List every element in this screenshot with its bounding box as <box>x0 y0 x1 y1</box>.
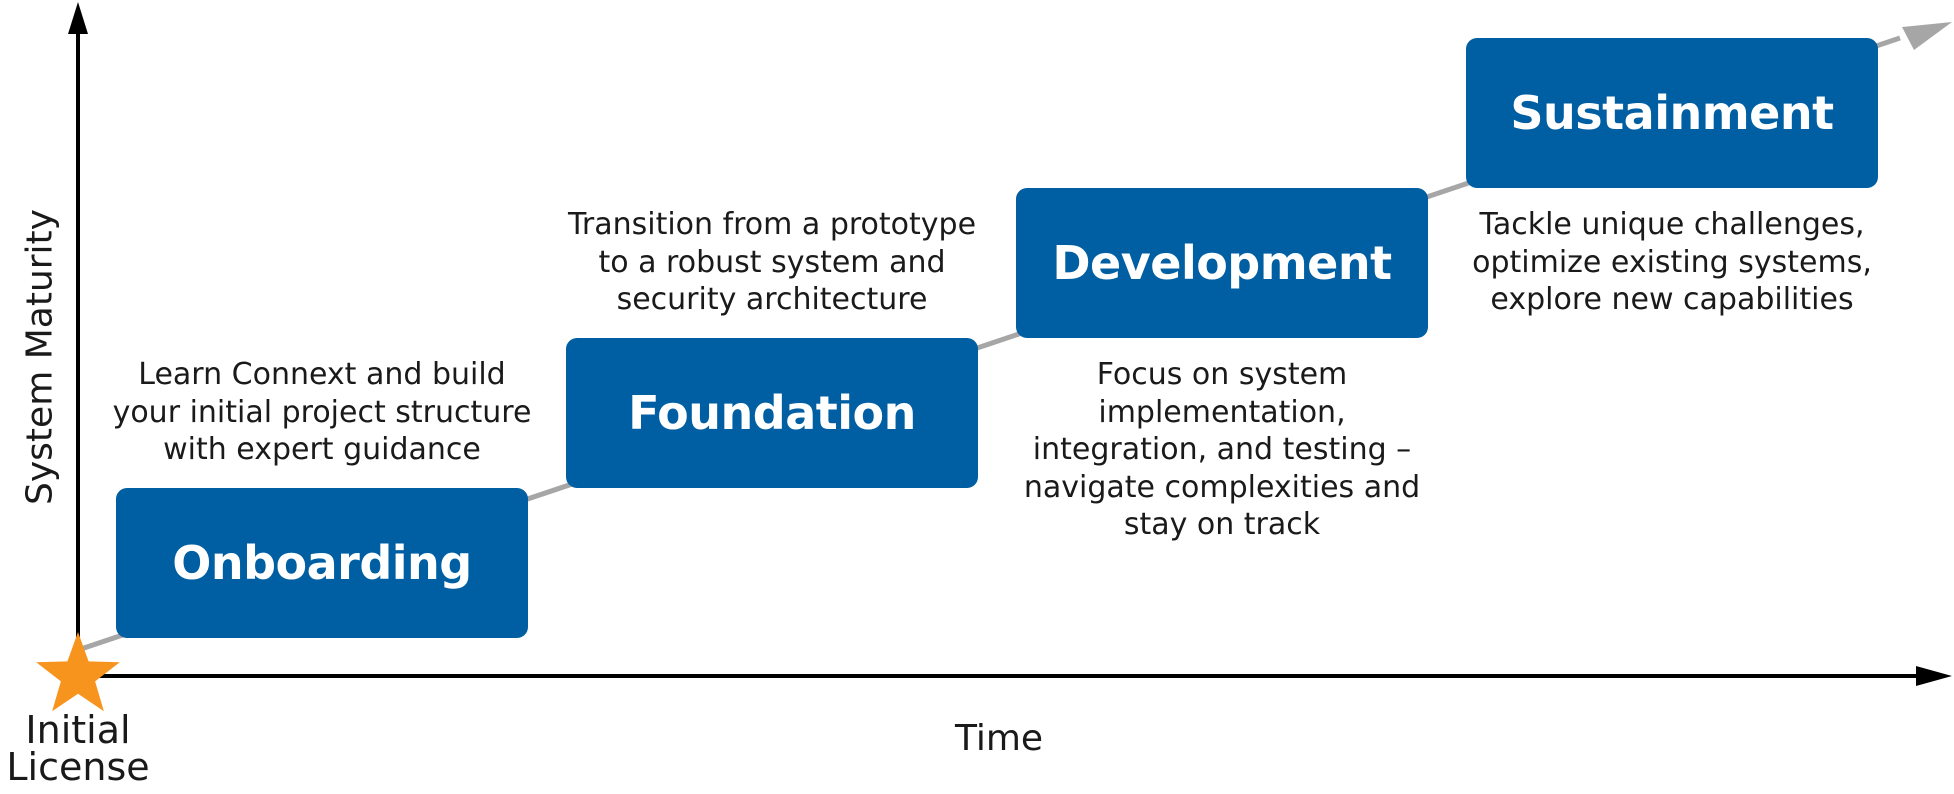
stage-label: Onboarding <box>172 536 472 590</box>
description-line: Transition from a prototype <box>567 207 977 242</box>
stage-description-development: Focus on system implementation, integrat… <box>982 356 1462 544</box>
description-line: navigate complexities and <box>1023 469 1421 505</box>
description-line: with expert guidance <box>163 432 481 467</box>
description-line: stay on track <box>1123 507 1321 542</box>
stage-description-onboarding: Learn Connext and build your initial pro… <box>82 356 562 469</box>
origin-label-line2: License <box>6 745 150 789</box>
trend-arrowhead <box>1902 22 1952 50</box>
stage-description-sustainment: Tackle unique challenges, optimize exist… <box>1432 206 1912 319</box>
stage-label: Development <box>1052 236 1392 290</box>
origin-label: Initial License <box>0 708 188 789</box>
x-axis-title: Time <box>954 718 1044 759</box>
description-line: integration, and testing – <box>1032 432 1412 467</box>
stage-label: Sustainment <box>1510 86 1834 140</box>
y-axis-arrowhead <box>68 2 88 34</box>
description-line: Focus on system <box>1096 357 1348 392</box>
origin-label-line1: Initial <box>25 708 131 752</box>
stage-label: Foundation <box>628 386 916 440</box>
description-line: your initial project structure <box>112 394 532 430</box>
y-axis-title: System Maturity <box>19 209 61 505</box>
stage-development: Development <box>1016 188 1428 338</box>
stage-description-foundation: Transition from a prototype to a robust … <box>532 206 1012 319</box>
description-line: to a robust system and <box>598 244 946 280</box>
x-axis-arrowhead <box>1916 666 1952 686</box>
stage-sustainment: Sustainment <box>1466 38 1878 188</box>
description-line: implementation, <box>1098 394 1346 430</box>
star-icon <box>36 632 120 712</box>
stage-onboarding: Onboarding <box>116 488 528 638</box>
stage-foundation: Foundation <box>566 338 978 488</box>
description-line: Tackle unique challenges, <box>1479 207 1865 242</box>
description-line: explore new capabilities <box>1490 282 1854 317</box>
description-line: Learn Connext and build <box>138 357 506 392</box>
description-line: optimize existing systems, <box>1472 244 1872 280</box>
description-line: security architecture <box>616 282 928 317</box>
